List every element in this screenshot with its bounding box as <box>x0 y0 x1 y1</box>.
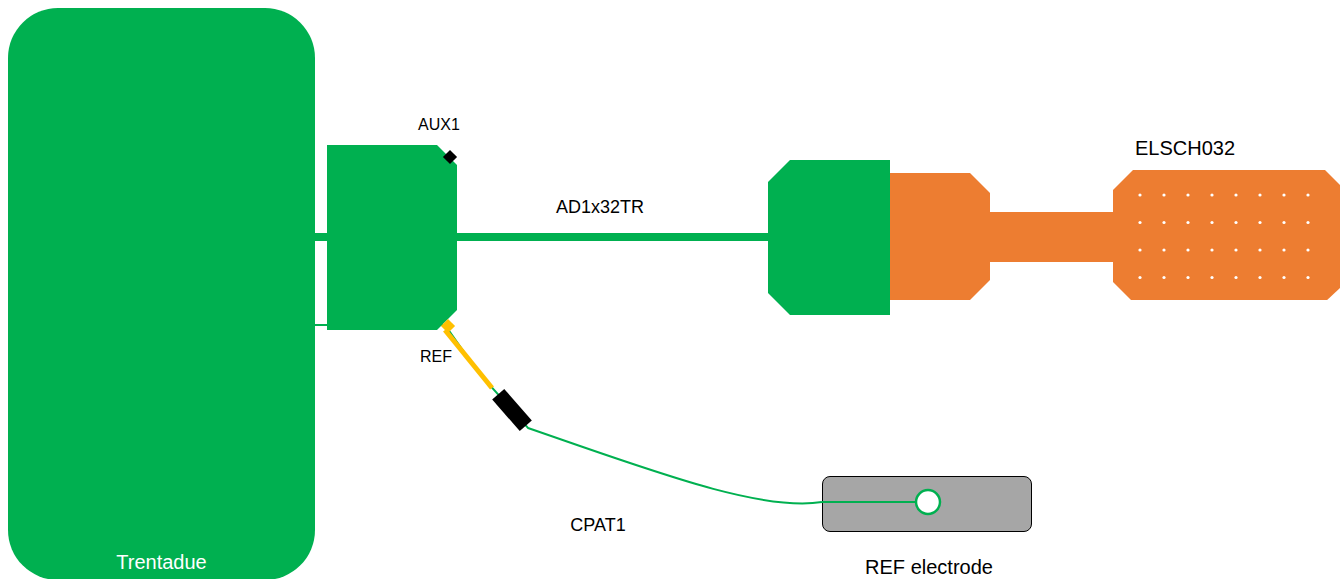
electrode-contact <box>916 490 940 514</box>
contact-dot <box>1258 221 1261 224</box>
contact-dot <box>1258 276 1261 279</box>
contact-dot <box>1186 248 1189 251</box>
cable-name: AD1x32TR <box>556 196 644 218</box>
contact-dot <box>1234 276 1237 279</box>
grid-name: ELSCH032 <box>1135 136 1235 160</box>
device-box: Trentadue <box>8 8 315 579</box>
electrode-name: REF electrode <box>865 555 993 579</box>
contact-dot <box>1210 276 1213 279</box>
contact-dot <box>1162 276 1165 279</box>
contact-dot <box>1162 248 1165 251</box>
contact-dot <box>1306 248 1309 251</box>
adapter-connector <box>327 145 457 330</box>
ref-wire <box>445 330 492 388</box>
grid-head <box>1113 170 1340 300</box>
aux1-pin <box>443 150 457 164</box>
ref-lead <box>315 325 822 503</box>
contact-dot <box>1306 193 1309 196</box>
contact-dot <box>1234 193 1237 196</box>
plug <box>492 389 532 431</box>
contact-dot <box>1282 193 1285 196</box>
cable-name: CPAT1 <box>570 514 625 536</box>
contact-dot <box>1234 248 1237 251</box>
contact-dot <box>1306 276 1309 279</box>
pin-name: AUX1 <box>418 116 460 134</box>
contact-dot <box>1162 221 1165 224</box>
ref-pin <box>441 319 455 333</box>
contact-dot <box>1258 248 1261 251</box>
contact-dot <box>1234 221 1237 224</box>
contact-dot <box>1282 248 1285 251</box>
cable-connector <box>768 160 890 315</box>
contact-dot <box>1138 221 1141 224</box>
contact-dot <box>1186 276 1189 279</box>
contact-dot <box>1210 221 1213 224</box>
ref-electrode: REF electrode <box>822 476 1032 532</box>
contact-dot <box>1186 221 1189 224</box>
device-name: Trentadue <box>8 550 315 579</box>
contact-dot <box>1162 193 1165 196</box>
contact-dot <box>1138 248 1141 251</box>
contact-dot <box>1210 193 1213 196</box>
contact-dot <box>1282 221 1285 224</box>
electrode-grid: ELSCH032 <box>890 170 1340 300</box>
contact-dot <box>1138 193 1141 196</box>
lead-end <box>822 501 916 503</box>
contact-dot <box>1306 221 1309 224</box>
grid-neck <box>988 212 1116 262</box>
contact-dot <box>1282 276 1285 279</box>
pin-name: REF <box>420 348 452 366</box>
grid-outline <box>890 170 1340 300</box>
grid-tail <box>890 173 990 300</box>
contact-dot <box>1210 248 1213 251</box>
contact-dot <box>1186 193 1189 196</box>
contact-dot <box>1258 193 1261 196</box>
contact-dot <box>1138 276 1141 279</box>
electrode-pad <box>822 476 1032 532</box>
